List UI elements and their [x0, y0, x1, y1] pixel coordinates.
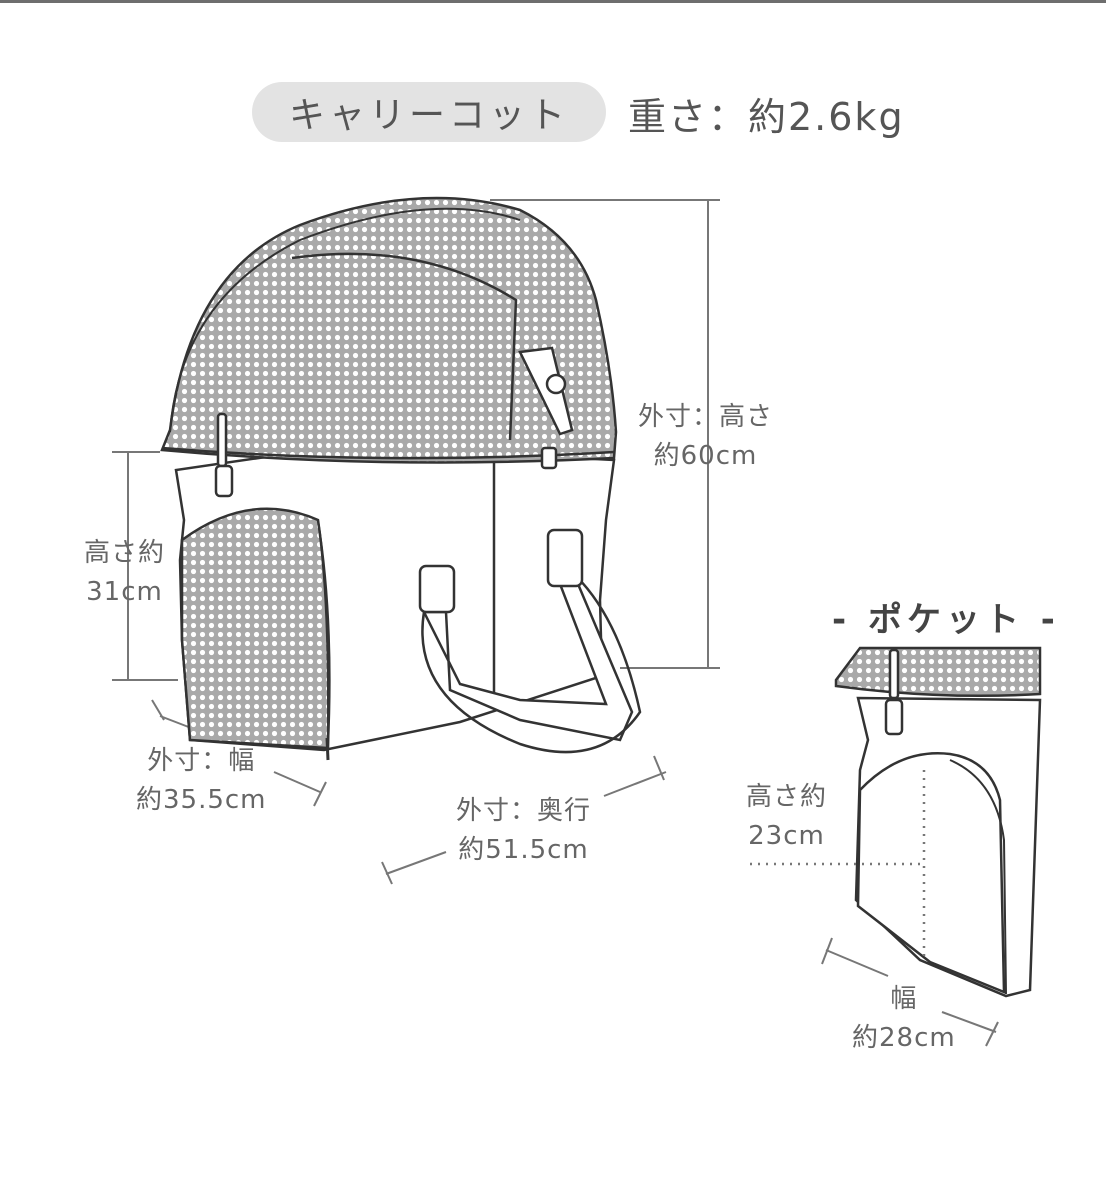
outer-depth-label: 外寸：奥行 約51.5cm: [456, 792, 591, 870]
outer-depth-label-line2: 約51.5cm: [458, 835, 589, 865]
pocket-width-label-line2: 約28cm: [852, 1023, 956, 1053]
product-label-text: キャリーコット: [288, 95, 569, 136]
shoulder-strap: [418, 528, 642, 754]
pocket-height-label-line1: 高さ約: [746, 782, 828, 812]
outer-height-label-line1: 外寸：高さ: [638, 402, 774, 432]
pocket-illustration: [750, 646, 1042, 1047]
product-label: キャリーコット: [252, 82, 606, 142]
top-divider: [0, 0, 1106, 3]
pocket-title: - ポケット -: [832, 600, 1060, 640]
outer-height-label-line2: 約60cm: [653, 441, 758, 471]
inner-height-label-line2: 31cm: [86, 577, 163, 607]
inner-height-label-line1: 高さ約: [84, 538, 166, 568]
dimension-lines: [112, 199, 720, 885]
mesh-canopy: [160, 196, 618, 464]
inner-height-label: 高さ約 31cm: [84, 534, 165, 612]
pocket-height-guide: [750, 770, 926, 958]
outer-width-label-line1: 外寸：幅: [147, 746, 256, 776]
pocket-width-label: 幅 約28cm: [852, 980, 956, 1058]
outer-width-label: 外寸：幅 約35.5cm: [136, 742, 267, 820]
side-mesh-door: [180, 507, 331, 761]
weight-text: 重さ：約2.6kg: [628, 95, 905, 139]
zipper-tabs: [214, 346, 574, 498]
pocket-height-label-line2: 23cm: [748, 821, 825, 851]
outer-depth-label-line1: 外寸：奥行: [456, 796, 592, 826]
outer-width-label-line2: 約35.5cm: [136, 785, 267, 815]
pocket-width-label-line1: 幅: [890, 984, 918, 1014]
outer-height-label: 外寸：高さ 約60cm: [638, 398, 773, 476]
pocket-width-guide: [821, 937, 999, 1047]
pocket-height-label: 高さ約 23cm: [746, 778, 827, 856]
